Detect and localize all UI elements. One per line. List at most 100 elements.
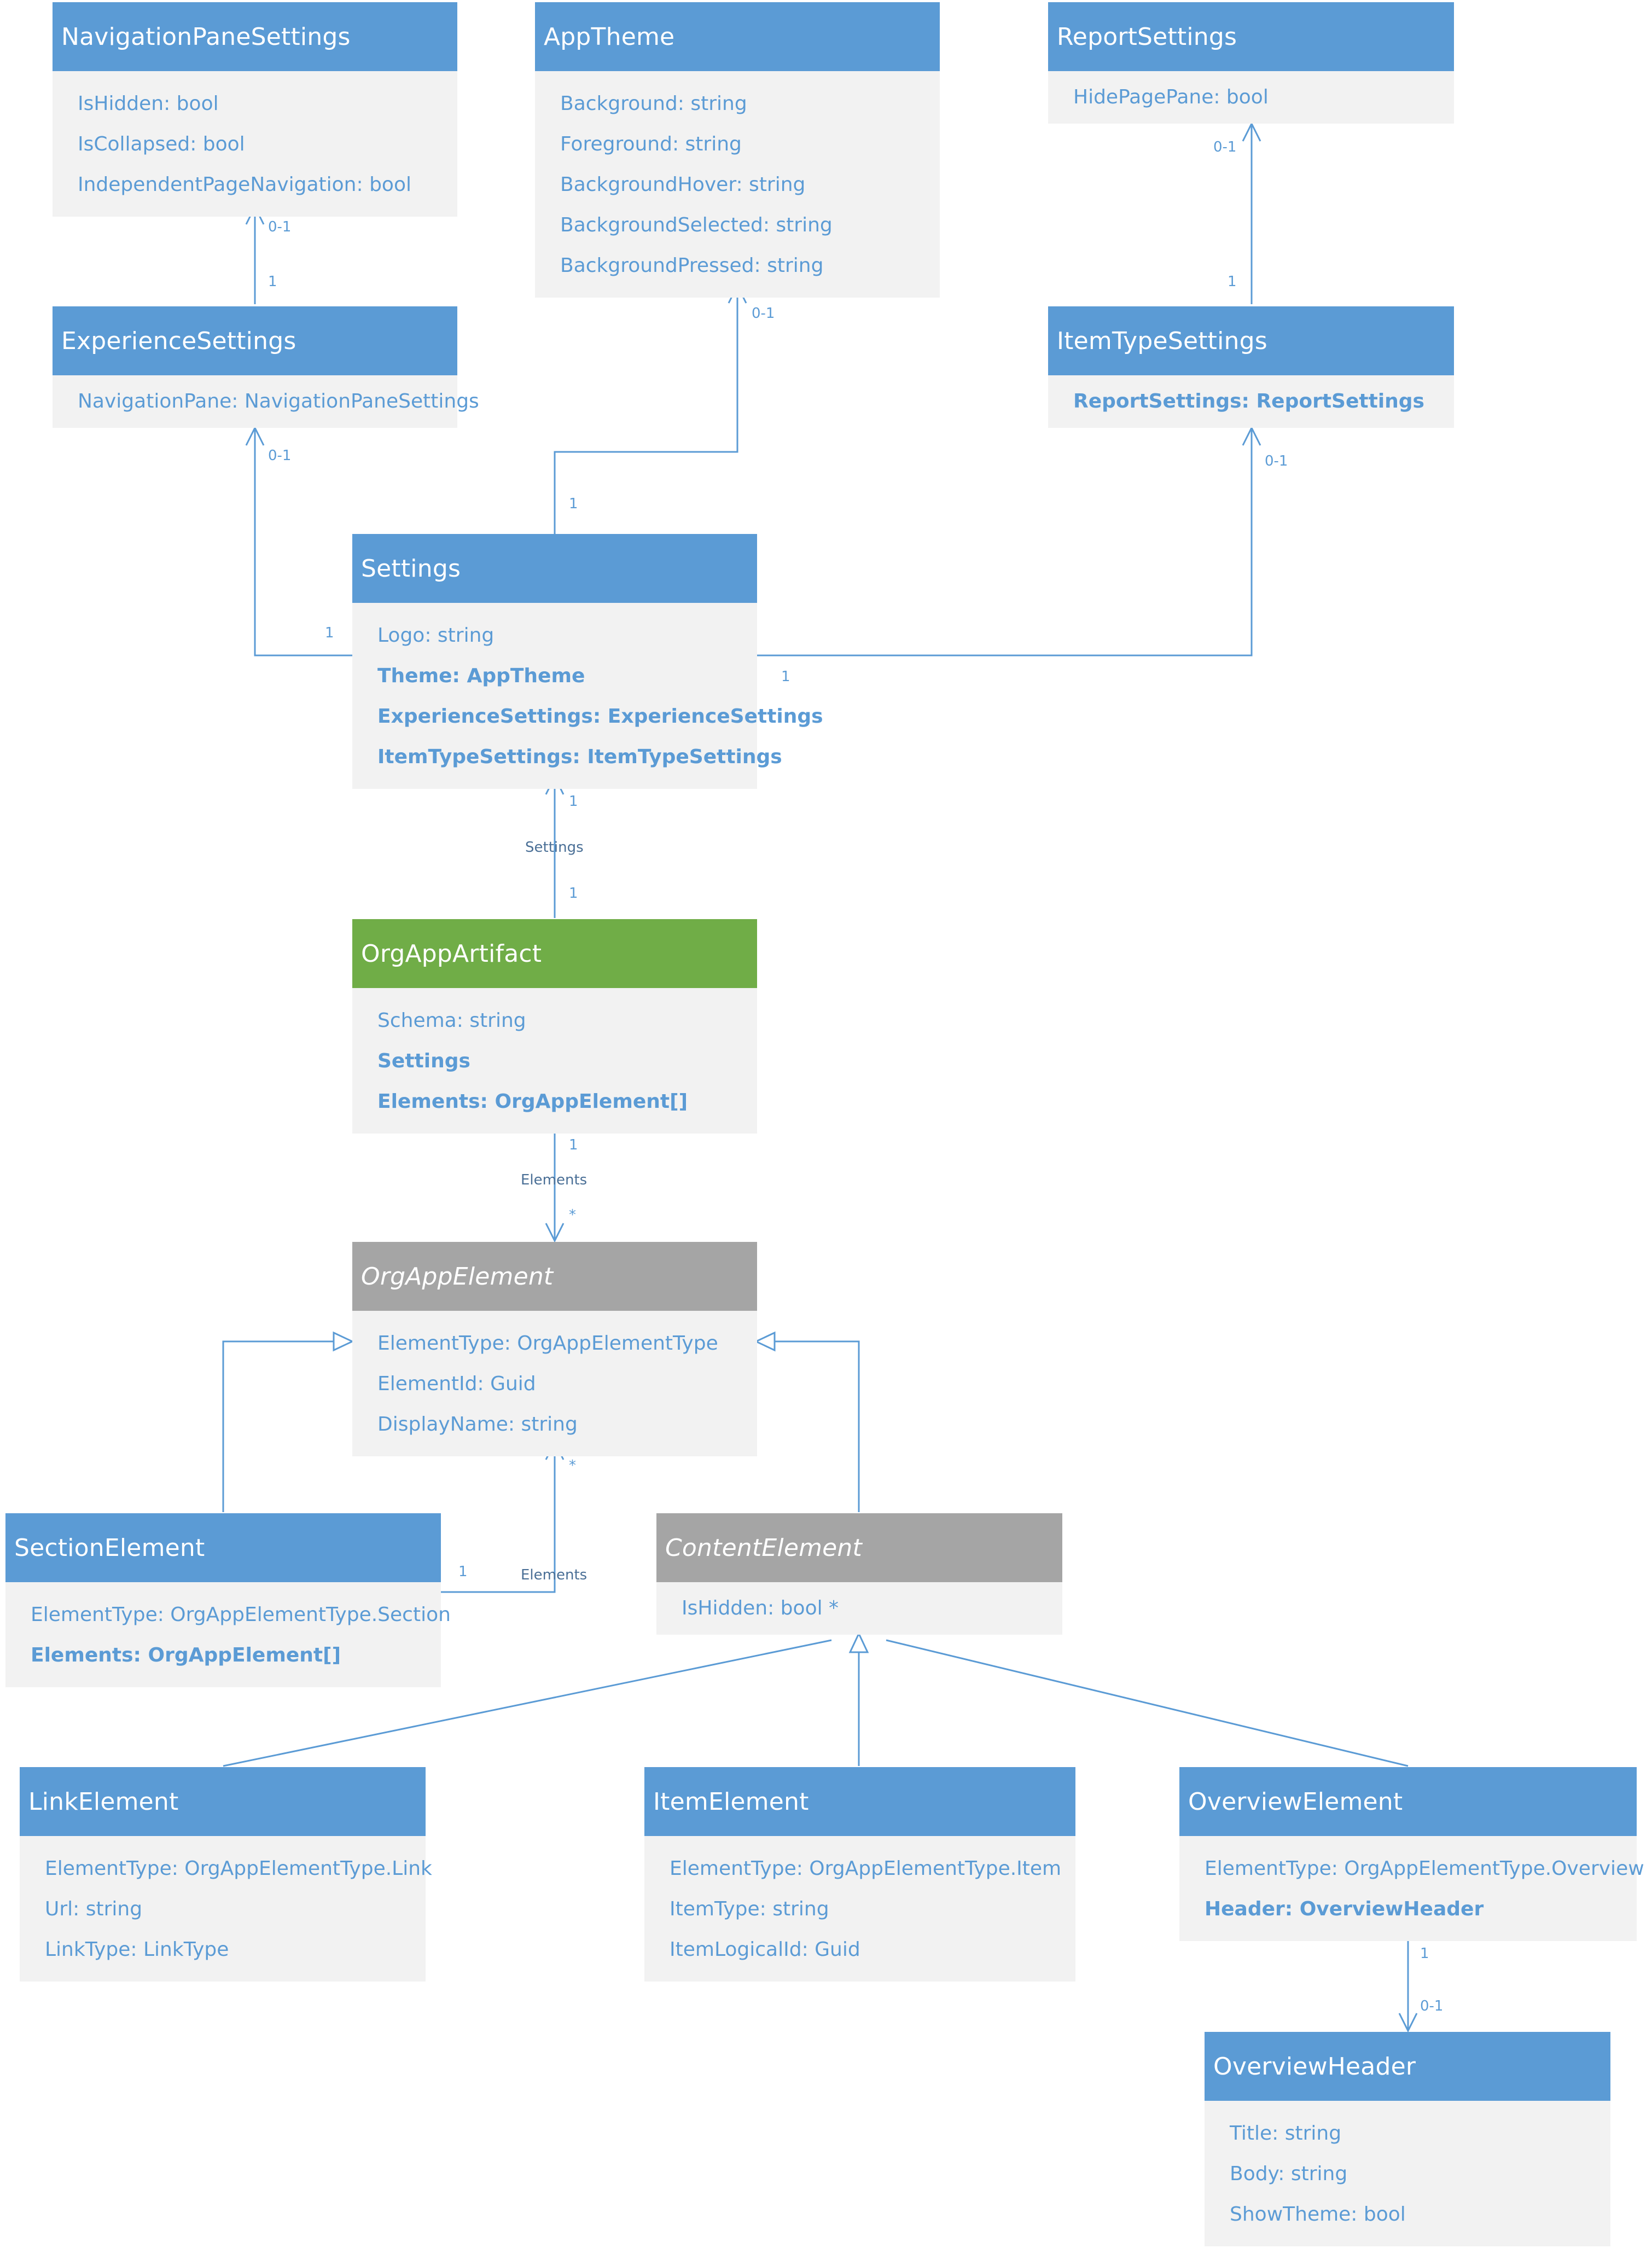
multiplicity-label: 1 [1228,274,1237,290]
association-name-label: Settings [525,839,584,856]
class-overview-element: OverviewElement ElementType: OrgAppEleme… [1179,1767,1644,1941]
generalization-arrow-right [754,1331,776,1352]
class-org-app-artifact: OrgAppArtifact Schema: string Settings E… [352,919,757,1134]
arrowhead-report [1242,121,1261,142]
attribute: ElementType: OrgAppElementType [377,1332,718,1355]
arrowhead-header [1398,2013,1418,2033]
class-name: ReportSettings [1048,2,1454,71]
class-attributes: NavigationPane: NavigationPaneSettings [53,375,479,428]
multiplicity-label: 1 [569,496,578,512]
arrowhead-element-top [545,1223,565,1243]
attribute: IsHidden: bool [78,92,219,115]
multiplicity-label: * [569,1207,576,1223]
association-name-label: Elements [521,1172,587,1188]
attribute: LinkType: LinkType [45,1938,229,1961]
class-name: ItemElement [644,1767,1075,1836]
class-name: OverviewHeader [1205,2032,1610,2101]
attribute: BackgroundHover: string [560,173,806,196]
edge-link-generalization [223,1639,832,1767]
attribute: Settings [377,1049,470,1072]
edge-section-to-element [441,1442,556,1593]
attribute: BackgroundPressed: string [560,254,824,277]
class-attributes: HidePagePane: bool [1048,71,1454,124]
multiplicity-label: * [569,1457,576,1474]
attribute: ExperienceSettings: ExperienceSettings [377,705,823,728]
class-attributes: ElementType: OrgAppElementType.Item Item… [644,1836,1075,1982]
attribute: ElementType: OrgAppElementType.Item [670,1857,1062,1880]
class-name: ExperienceSettings [53,306,457,375]
attribute: Foreground: string [560,132,742,155]
edge-content-generalization [775,1340,860,1512]
attribute: Elements: OrgAppElement[] [377,1090,688,1113]
arrowhead-experience [245,426,265,446]
multiplicity-label: 1 [268,274,277,290]
attribute: Background: string [560,92,747,115]
association-name-label: Elements [521,1567,587,1583]
attribute: Theme: AppTheme [377,664,585,687]
generalization-arrow-left [333,1331,354,1352]
attribute: Title: string [1230,2122,1342,2145]
class-attributes: Schema: string Settings Elements: OrgApp… [352,988,757,1134]
multiplicity-label: 1 [458,1564,468,1580]
edge-settings-to-apptheme [554,286,738,534]
class-name: Settings [352,534,757,603]
class-item-element: ItemElement ElementType: OrgAppElementTy… [644,1767,1075,1982]
attribute: ElementType: OrgAppElementType.Overview [1205,1857,1644,1880]
class-attributes: ElementType: OrgAppElementType ElementId… [352,1311,757,1456]
multiplicity-label: 1 [569,793,578,810]
attribute: ItemTypeSettings: ItemTypeSettings [377,745,782,768]
multiplicity-label: 1 [1420,1945,1429,1962]
class-attributes: ElementType: OrgAppElementType.Section E… [5,1582,451,1687]
class-org-app-element: OrgAppElement ElementType: OrgAppElement… [352,1242,757,1456]
attribute: HidePagePane: bool [1073,85,1269,108]
multiplicity-label: 1 [781,669,790,685]
edge-settings-to-experience [254,428,352,657]
edge-overview-generalization [886,1639,1409,1767]
arrowhead-itemtype [1242,426,1261,446]
multiplicity-label: 0-1 [1213,139,1237,155]
multiplicity-label: 0-1 [1265,453,1288,469]
multiplicity-label: 0-1 [268,219,292,235]
multiplicity-label: 1 [569,885,578,902]
edge-settings-to-itemtype [756,428,1253,657]
class-attributes: ElementType: OrgAppElementType.Link Url:… [20,1836,432,1982]
class-settings: Settings Logo: string Theme: AppTheme Ex… [352,534,823,789]
attribute: IsHidden: bool * [682,1596,839,1619]
class-name: OrgAppArtifact [352,919,757,988]
attribute: IsCollapsed: bool [78,132,245,155]
class-name: AppTheme [535,2,940,71]
class-name: ItemTypeSettings [1048,306,1454,375]
attribute: Url: string [45,1897,143,1920]
attribute: DisplayName: string [377,1413,578,1436]
class-name: SectionElement [5,1513,441,1582]
class-attributes: ReportSettings: ReportSettings [1048,375,1454,428]
class-attributes: IsHidden: bool * [656,1582,1062,1635]
attribute: ElementType: OrgAppElementType.Section [31,1603,451,1626]
class-content-element: ContentElement IsHidden: bool * [656,1513,1062,1635]
class-name: LinkElement [20,1767,426,1836]
multiplicity-label: 1 [569,1137,578,1153]
multiplicity-label: 0-1 [752,305,775,322]
attribute: ItemLogicalId: Guid [670,1938,860,1961]
class-attributes: IsHidden: bool IsCollapsed: bool Indepen… [53,71,457,217]
attribute: Schema: string [377,1009,526,1032]
class-section-element: SectionElement ElementType: OrgAppElemen… [5,1513,451,1687]
attribute: BackgroundSelected: string [560,213,833,236]
multiplicity-label: 0-1 [268,448,292,464]
class-name: ContentElement [656,1513,1062,1582]
attribute: IndependentPageNavigation: bool [78,173,411,196]
attribute: ElementId: Guid [377,1372,536,1395]
multiplicity-label: 1 [325,625,334,641]
class-item-type-settings: ItemTypeSettings ReportSettings: ReportS… [1048,306,1454,428]
attribute: ReportSettings: ReportSettings [1073,390,1424,413]
class-attributes: Background: string Foreground: string Ba… [535,71,940,298]
attribute: Body: string [1230,2162,1348,2185]
class-link-element: LinkElement ElementType: OrgAppElementTy… [20,1767,432,1982]
class-app-theme: AppTheme Background: string Foreground: … [535,2,940,298]
attribute: Header: OverviewHeader [1205,1897,1484,1920]
attribute: Elements: OrgAppElement[] [31,1643,341,1666]
attribute: ElementType: OrgAppElementType.Link [45,1857,432,1880]
attribute: NavigationPane: NavigationPaneSettings [78,390,479,413]
class-attributes: Title: string Body: string ShowTheme: bo… [1205,2101,1610,2246]
attribute: Logo: string [377,624,495,647]
